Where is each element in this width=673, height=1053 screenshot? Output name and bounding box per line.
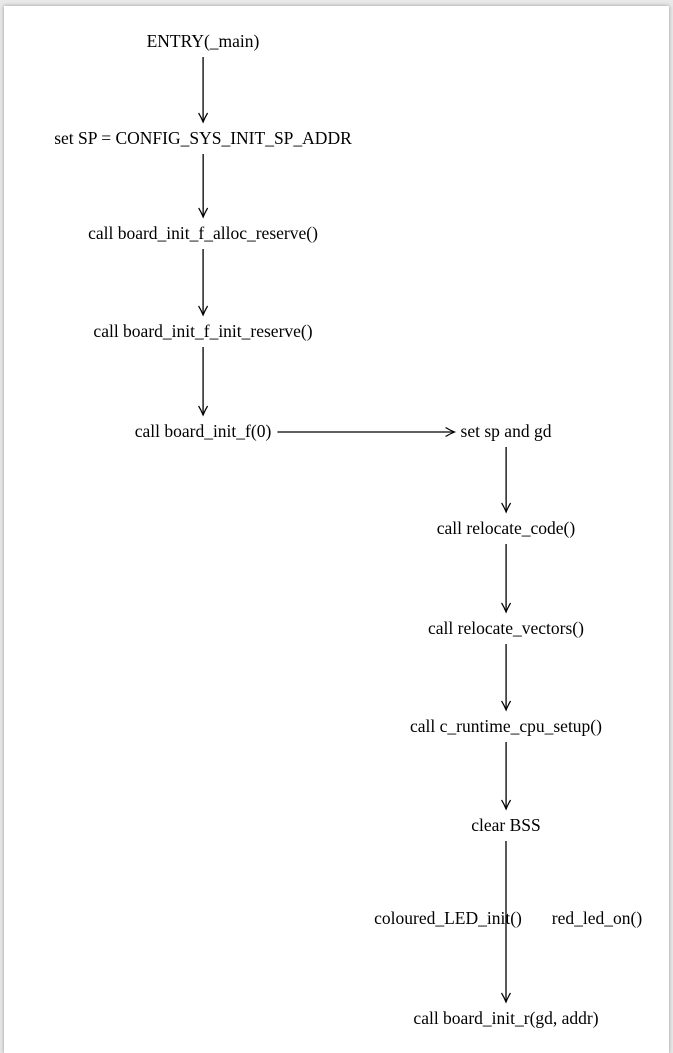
node-alloc-reserve: call board_init_f_alloc_reserve() — [88, 223, 318, 243]
node-coloured-led-init: coloured_LED_init() — [374, 908, 522, 928]
edges-group — [198, 57, 512, 1004]
node-entry: ENTRY(_main) — [147, 31, 260, 51]
node-relocate-vectors: call relocate_vectors() — [428, 618, 584, 638]
node-c-runtime-cpu-setup: call c_runtime_cpu_setup() — [410, 716, 602, 736]
node-board-init-f: call board_init_f(0) — [135, 421, 272, 441]
node-set-sp-gd: set sp and gd — [461, 421, 552, 441]
node-init-reserve: call board_init_f_init_reserve() — [93, 321, 312, 341]
node-board-init-r: call board_init_r(gd, addr) — [413, 1008, 598, 1028]
nodes-group: ENTRY(_main) set SP = CONFIG_SYS_INIT_SP… — [54, 31, 642, 1028]
node-clear-bss: clear BSS — [471, 815, 541, 835]
document-page — [4, 6, 669, 1053]
node-relocate-code: call relocate_code() — [437, 518, 576, 538]
node-set-sp: set SP = CONFIG_SYS_INIT_SP_ADDR — [54, 128, 352, 148]
node-red-led-on: red_led_on() — [552, 908, 643, 928]
